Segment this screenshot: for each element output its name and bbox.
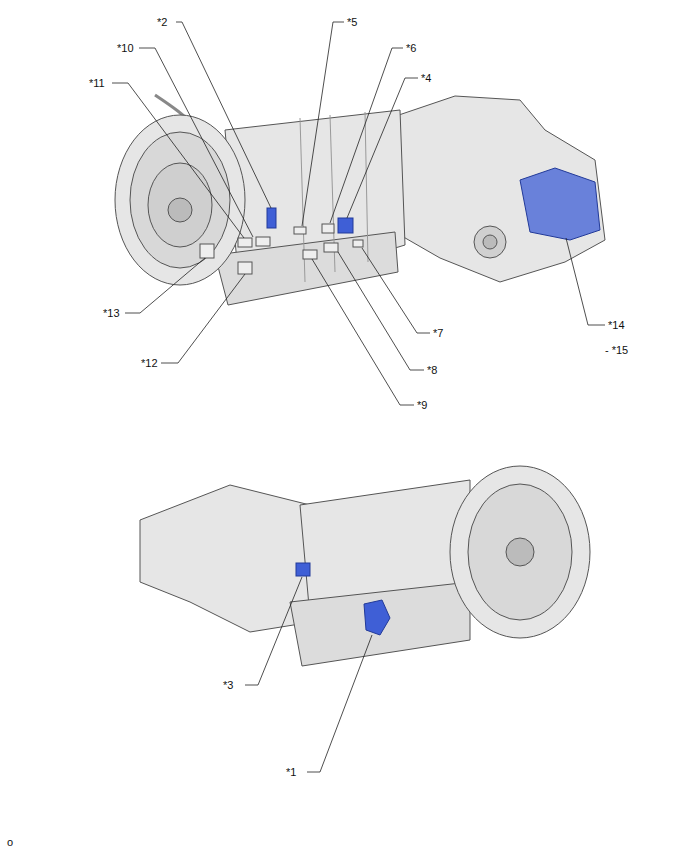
callout-number: o — [6, 836, 14, 849]
callout-number: *1 — [285, 766, 297, 779]
callout-number: *9 — [416, 399, 428, 412]
callout-number: *14 — [607, 319, 626, 332]
callout-number: *4 — [420, 72, 432, 85]
callout-number: *8 — [426, 364, 438, 377]
callout-number: *12 — [140, 357, 159, 370]
callout-number: *5 — [346, 16, 358, 29]
callout-number: *3 — [222, 679, 234, 692]
callout-number: *10 — [116, 42, 135, 55]
callout-number: *13 — [102, 307, 121, 320]
callout-number: - *15 — [604, 344, 629, 357]
callout-number: *11 — [88, 77, 106, 90]
callout-number: *2 — [156, 16, 168, 29]
callout-number: *7 — [432, 327, 444, 340]
callout-number: *6 — [405, 42, 417, 55]
